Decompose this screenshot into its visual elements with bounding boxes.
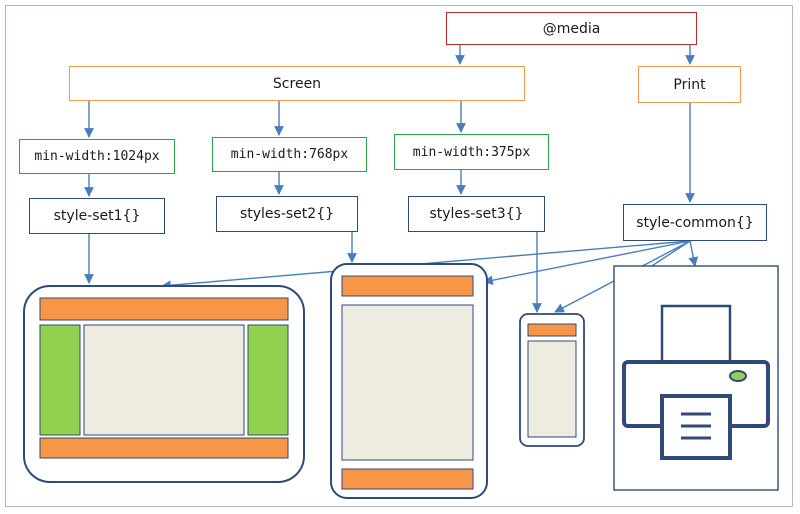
phone-content-area: [527, 340, 577, 438]
phone-layout-icon: [519, 313, 585, 447]
print-box: Print: [638, 66, 741, 103]
style-common-box: style-common{}: [623, 204, 767, 241]
min-width-768-box: min-width:768px: [212, 137, 367, 172]
printer-paper-tray: [660, 304, 732, 364]
desktop-header-bar: [39, 297, 289, 321]
diagram-frame: [5, 5, 793, 507]
tablet-content-area: [341, 304, 474, 461]
min-width-1024-box: min-width:1024px: [19, 139, 175, 174]
styles-set3-box: styles-set3{}: [408, 196, 545, 232]
arrow-common-to-printer: [688, 240, 699, 267]
styles-set2-box: styles-set2{}: [216, 196, 358, 232]
tablet-footer-bar: [341, 468, 474, 490]
printer-status-light: [729, 370, 747, 382]
tablet-header-bar: [341, 275, 474, 297]
tablet-layout-icon: [330, 263, 488, 499]
desktop-layout-icon: [23, 285, 305, 483]
min-width-375-box: min-width:375px: [394, 134, 549, 170]
desktop-content-area: [83, 324, 245, 436]
printer-output-sheet: [660, 394, 732, 460]
desktop-left-sidebar: [39, 324, 81, 436]
media-box: @media: [446, 12, 697, 45]
desktop-right-sidebar: [247, 324, 289, 436]
screen-box: Screen: [69, 66, 525, 101]
style-set1-box: style-set1{}: [29, 198, 165, 234]
arrow-common-to-tablet: [483, 240, 691, 286]
desktop-footer-bar: [39, 437, 289, 459]
printer-icon: [613, 265, 779, 491]
phone-header-bar: [527, 323, 577, 337]
